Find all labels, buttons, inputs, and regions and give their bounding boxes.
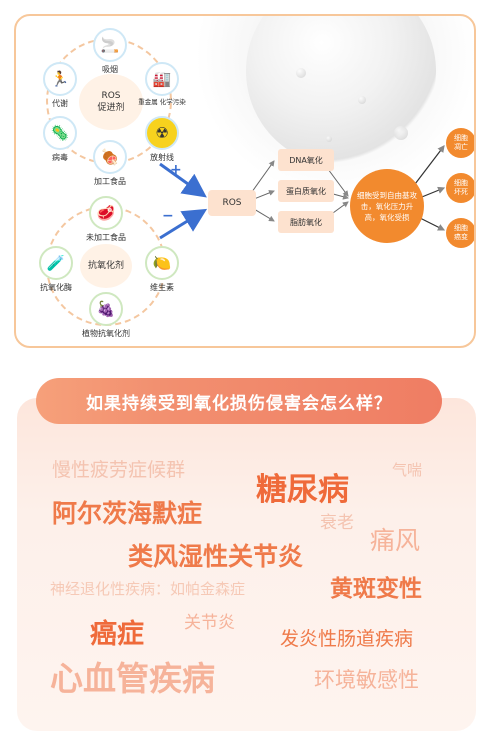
- plus-sign: +: [170, 162, 182, 178]
- outcome-cancerization: 细胞癌变: [446, 218, 474, 248]
- antioxidant-vitamin: 🍋 维生素: [134, 246, 190, 293]
- disease-chronic-fatigue: 慢性疲劳症候群: [52, 459, 186, 481]
- disease-diabetes: 糖尿病: [256, 472, 349, 508]
- radiation-icon: ☢: [145, 116, 179, 150]
- promoter-label: 放射线: [150, 153, 174, 162]
- promoter-virus: 🦠 病毒: [32, 116, 88, 163]
- bubble-decoration: [326, 136, 332, 142]
- promoter-label: 吸烟: [102, 65, 118, 74]
- promoter-label: 病毒: [52, 153, 68, 162]
- process-dna-oxidation: DNA氧化: [278, 149, 334, 171]
- promoter-metabolism: 🏃 代谢: [32, 62, 88, 109]
- disease-environmental-sensitivity: 环境敏感性: [314, 668, 419, 692]
- promoter-radiation: ☢ 放射线: [134, 116, 190, 163]
- antioxidant-center: 抗氧化剂: [80, 244, 132, 288]
- disease-neurodegenerative: 神经退化性疾病：如帕金森症: [50, 580, 246, 598]
- outcome-apoptosis: 细胞凋亡: [446, 128, 474, 158]
- bubble-decoration: [296, 68, 306, 78]
- promoter-label: 重金属 化学污染: [138, 98, 186, 106]
- raw-food-icon: 🥩: [89, 196, 123, 230]
- promoter-label: 代谢: [52, 99, 68, 108]
- outcome-necrosis: 细胞坏死: [446, 173, 474, 203]
- ros-box: ROS: [208, 190, 256, 216]
- antioxidant-arrow: [159, 208, 208, 240]
- disease-rheumatoid-arthritis: 类风湿性关节炎: [128, 542, 304, 571]
- antioxidant-label: 植物抗氧化剂: [82, 329, 130, 338]
- disease-asthma: 气喘: [392, 461, 423, 479]
- disease-word-cloud-card: [17, 398, 476, 731]
- promoter-arrow: [159, 162, 207, 198]
- antioxidant-center-label: 抗氧化剂: [87, 261, 124, 271]
- virus-icon: 🦠: [43, 116, 77, 150]
- bubble-decoration: [394, 126, 408, 140]
- promoter-smoking: 🚬 吸烟: [82, 28, 138, 75]
- antioxidant-enzyme: 🧪 抗氧化酶: [28, 246, 84, 293]
- bubble-decoration: [358, 96, 366, 104]
- outcome-label: 细胞凋亡: [454, 134, 468, 151]
- question-banner: 如果持续受到氧化损伤侵害会怎么样？: [36, 378, 442, 424]
- promoter-heavy-metal: 🏭 重金属 化学污染: [134, 62, 190, 106]
- disease-cardiovascular: 心血管疾病: [50, 659, 215, 698]
- process-protein-oxidation: 蛋白质氧化: [278, 180, 334, 202]
- disease-gout: 痛风: [370, 526, 421, 555]
- oxidation-diagram-card: ROS 促进剂 🚬 吸烟 🏭 重金属 化学污染 ☢ 放射线 🍖 加工食品 🦠 病…: [14, 14, 476, 348]
- disease-macular-degeneration: 黄斑变性: [330, 576, 422, 602]
- promoter-center-line1: ROS: [101, 91, 121, 101]
- runner-icon: 🏃: [43, 62, 77, 96]
- antioxidant-label: 抗氧化酶: [40, 283, 72, 292]
- promoter-label: 加工食品: [94, 177, 126, 186]
- stress-to-apoptosis-line: [411, 145, 445, 189]
- disease-aging: 衰老: [320, 513, 354, 533]
- antioxidant-plant: 🍇 植物抗氧化剂: [78, 292, 134, 339]
- oxidative-stress-circle: 细胞受到自由基攻击，氧化压力升高，氧化受损: [350, 169, 424, 243]
- antioxidant-raw-food: 🥩 未加工食品: [78, 196, 134, 243]
- processed-food-icon: 🍖: [93, 140, 127, 174]
- antioxidant-label: 维生素: [150, 283, 174, 292]
- disease-arthritis: 关节炎: [184, 613, 235, 633]
- promoter-processed-food: 🍖 加工食品: [82, 140, 138, 187]
- factory-icon: 🏭: [145, 62, 179, 96]
- promoter-center-line2: 促进剂: [97, 103, 125, 113]
- disease-alzheimers: 阿尔茨海默症: [52, 499, 203, 528]
- minus-sign: −: [162, 208, 174, 224]
- ros-promoter-center: ROS 促进剂: [79, 74, 143, 130]
- flask-icon: 🧪: [39, 246, 73, 280]
- lemon-icon: 🍋: [145, 246, 179, 280]
- process-fat-oxidation: 脂肪氧化: [278, 211, 334, 233]
- antioxidant-label: 未加工食品: [86, 233, 126, 242]
- outcome-label: 细胞坏死: [454, 179, 468, 196]
- disease-cancer: 癌症: [90, 619, 144, 650]
- disease-ibd: 发炎性肠道疾病: [280, 628, 414, 650]
- oxidative-stress-text: 细胞受到自由基攻击，氧化压力升高，氧化受损: [357, 190, 417, 222]
- cigarette-icon: 🚬: [93, 28, 127, 62]
- decorative-droplet: [246, 16, 436, 166]
- outcome-label: 细胞癌变: [454, 224, 468, 241]
- grape-icon: 🍇: [89, 292, 123, 326]
- question-text: 如果持续受到氧化损伤侵害会怎么样？: [86, 393, 392, 414]
